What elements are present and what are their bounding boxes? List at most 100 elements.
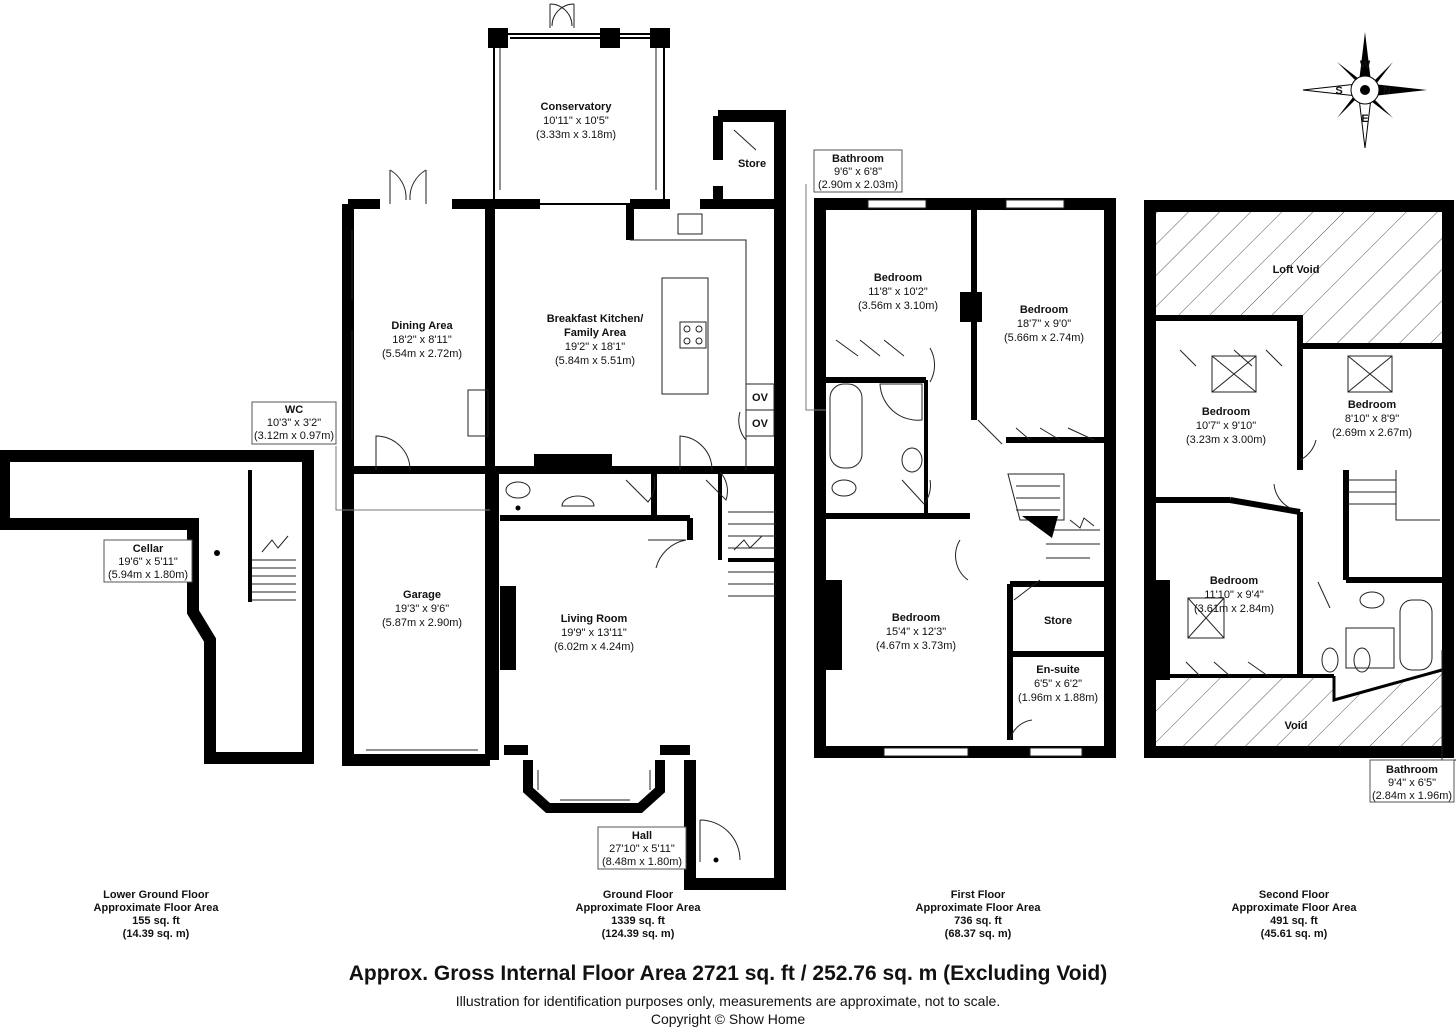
floor-area-sqm: (68.37 sq. m) [944, 928, 1012, 940]
compass-n-label: N [1383, 85, 1391, 97]
svg-text:(5.84m x 5.51m): (5.84m x 5.51m) [555, 355, 635, 367]
svg-text:10'3" x 3'2": 10'3" x 3'2" [267, 417, 321, 429]
wc-label-box [251, 401, 337, 445]
svg-text:Bedroom: Bedroom [892, 612, 941, 624]
floor-caption-lower-ground: Lower Ground Floor Approximate Floor Are… [46, 889, 266, 941]
svg-text:Conservatory: Conservatory [541, 101, 613, 113]
living-fireplace [500, 586, 516, 670]
svg-text:Bathroom: Bathroom [1386, 764, 1438, 776]
floor-title: First Floor [950, 889, 1006, 901]
room-label-hall: Hall 27'10" x 5'11" (8.48m x 1.80m) [602, 830, 682, 868]
svg-text:Cellar: Cellar [133, 543, 164, 555]
floor-area-sqm: (45.61 sq. m) [1260, 928, 1328, 940]
disclaimer-text: Illustration for identification purposes… [455, 993, 1001, 1009]
first-floor-plan [805, 184, 1116, 758]
room-label-bedroom: Bedroom 15'4" x 12'3" (4.67m x 3.73m) [876, 612, 956, 652]
svg-text:Store: Store [738, 158, 766, 170]
shower-icon [879, 383, 923, 421]
ground-stairs [728, 511, 776, 597]
kitchen-worktop [630, 239, 747, 470]
copyright-text: Copyright © Show Home [650, 1011, 806, 1027]
svg-text:19'3" x 9'6": 19'3" x 9'6" [395, 603, 449, 615]
floor-area-label: Approximate Floor Area [93, 902, 219, 914]
kitchen-chimney-breast [534, 454, 612, 470]
living-bay-window [523, 760, 665, 813]
cellar-light-point [214, 550, 220, 556]
svg-text:Living Room: Living Room [561, 613, 628, 625]
svg-text:9'6" x 6'8": 9'6" x 6'8" [834, 166, 882, 178]
svg-text:Garage: Garage [403, 589, 441, 601]
bathroom-label-box [813, 149, 903, 193]
conservatory-outline [493, 33, 665, 205]
bath-icon [829, 383, 863, 469]
void-hatch [1156, 670, 1442, 746]
floor-area-label: Approximate Floor Area [575, 902, 701, 914]
conservatory-pillar [650, 28, 670, 48]
cellar-stairs [252, 535, 296, 601]
svg-text:WC: WC [285, 404, 303, 416]
kitchen-island [661, 277, 709, 395]
floor-caption-ground: Ground Floor Approximate Floor Area 1339… [528, 889, 748, 941]
floor-caption-first: First Floor Approximate Floor Area 736 s… [868, 889, 1088, 941]
floor-caption-second: Second Floor Approximate Floor Area 491 … [1184, 889, 1404, 941]
svg-text:Bathroom: Bathroom [832, 153, 884, 165]
hall-label-box [597, 826, 687, 870]
room-label-loft-void: Loft Void [1273, 264, 1320, 276]
compass-rose-icon: W N E S [1302, 32, 1427, 149]
svg-text:11'10" x 9'4": 11'10" x 9'4" [1204, 589, 1264, 601]
svg-text:8'10" x 8'9": 8'10" x 8'9" [1345, 413, 1399, 425]
bedroom-fireplace [826, 580, 842, 670]
gross-area-title: Approx. Gross Internal Floor Area 2721 s… [348, 962, 1108, 985]
second-bath-icon [1399, 599, 1433, 671]
compass-s-label: S [1335, 85, 1342, 97]
svg-text:(3.23m x 3.00m): (3.23m x 3.00m) [1186, 434, 1266, 446]
floor-area-sqft: 736 sq. ft [954, 915, 1002, 927]
loft-void-hatch [1156, 212, 1442, 346]
svg-text:15'4" x 12'3": 15'4" x 12'3" [886, 626, 946, 638]
ground-door-swings [375, 411, 747, 862]
room-label-wc: WC 10'3" x 3'2" (3.12m x 0.97m) [254, 404, 334, 442]
svg-text:Bedroom: Bedroom [874, 272, 923, 284]
compass-e-label: E [1361, 113, 1368, 125]
cellar-wall [0, 450, 314, 764]
hob-icon [679, 321, 707, 349]
svg-text:En-suite: En-suite [1036, 664, 1079, 676]
svg-text:18'2" x 8'11": 18'2" x 8'11" [392, 334, 452, 346]
svg-text:6'5" x 6'2": 6'5" x 6'2" [1034, 678, 1082, 690]
first-stairs [1007, 473, 1100, 559]
svg-text:(5.66m x 2.74m): (5.66m x 2.74m) [1004, 332, 1084, 344]
compass-w-label: W [1360, 59, 1371, 71]
svg-text:Breakfast Kitchen/: Breakfast Kitchen/ [547, 313, 644, 325]
room-label-store: Store [1044, 615, 1072, 627]
conservatory-french-doors [549, 3, 575, 28]
second-floor-outline [1144, 200, 1454, 758]
room-label-living: Living Room 19'9" x 13'11" (6.02m x 4.24… [554, 613, 634, 653]
room-label-bedroom: Bedroom 11'10" x 9'4" (3.61m x 2.84m) [1194, 575, 1274, 615]
svg-text:(3.12m x 0.97m): (3.12m x 0.97m) [254, 430, 334, 442]
wc-toilet-icon [505, 481, 531, 499]
svg-text:Dining Area: Dining Area [391, 320, 453, 332]
svg-text:(2.90m x 2.03m): (2.90m x 2.03m) [818, 179, 898, 191]
svg-text:19'2" x 18'1": 19'2" x 18'1" [565, 341, 625, 353]
svg-text:Bedroom: Bedroom [1348, 399, 1397, 411]
svg-text:Family Area: Family Area [564, 327, 627, 339]
kitchen-sink-icon [677, 213, 703, 235]
wc-basin-icon [561, 495, 595, 507]
room-label-bedroom: Bedroom 11'8" x 10'2" (3.56m x 3.10m) [858, 272, 938, 312]
svg-text:(2.84m x 1.96m): (2.84m x 1.96m) [1372, 790, 1452, 802]
svg-text:(4.67m x 3.73m): (4.67m x 3.73m) [876, 640, 956, 652]
svg-text:(8.48m x 1.80m): (8.48m x 1.80m) [602, 856, 682, 868]
svg-text:(5.94m x 1.80m): (5.94m x 1.80m) [108, 569, 188, 581]
room-label-store: Store [738, 158, 766, 170]
conservatory-pillar [488, 28, 508, 48]
svg-text:11'8" x 10'2": 11'8" x 10'2" [868, 286, 928, 298]
svg-text:(1.96m x 1.88m): (1.96m x 1.88m) [1018, 692, 1098, 704]
svg-text:(5.87m x 2.90m): (5.87m x 2.90m) [382, 617, 462, 629]
floor-title: Ground Floor [602, 889, 674, 901]
svg-text:10'11" x 10'5": 10'11" x 10'5" [543, 115, 609, 127]
svg-text:Bedroom: Bedroom [1210, 575, 1259, 587]
svg-text:19'6" x 5'11": 19'6" x 5'11" [118, 556, 178, 568]
room-label-kitchen: Breakfast Kitchen/ Family Area 19'2" x 1… [547, 313, 644, 367]
svg-text:(3.33m x 3.18m): (3.33m x 3.18m) [536, 129, 616, 141]
